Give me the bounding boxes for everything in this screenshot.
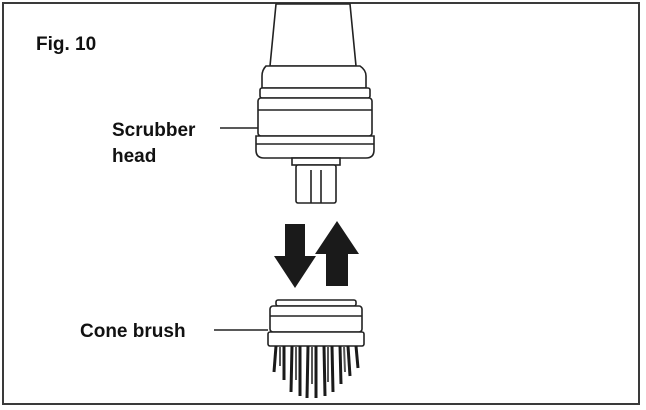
scrubber-head-callout: Scrubber head <box>112 118 195 170</box>
scrubber-head-label-line1: Scrubber <box>112 120 196 141</box>
cone-brush <box>267 299 365 347</box>
scrubber-shaft <box>269 3 357 67</box>
scrubber-head <box>255 65 375 166</box>
cone-brush-bristles-back <box>279 345 346 384</box>
cone-brush-bristles <box>272 345 360 399</box>
scrubber-connector <box>295 164 337 204</box>
cone-brush-callout: Cone brush <box>80 321 186 342</box>
scrubber-head-label-line2: head <box>112 146 157 167</box>
figure-label: Fig. 10 <box>36 34 97 55</box>
arrow-up-icon <box>315 221 359 286</box>
arrow-down-icon <box>274 224 316 288</box>
